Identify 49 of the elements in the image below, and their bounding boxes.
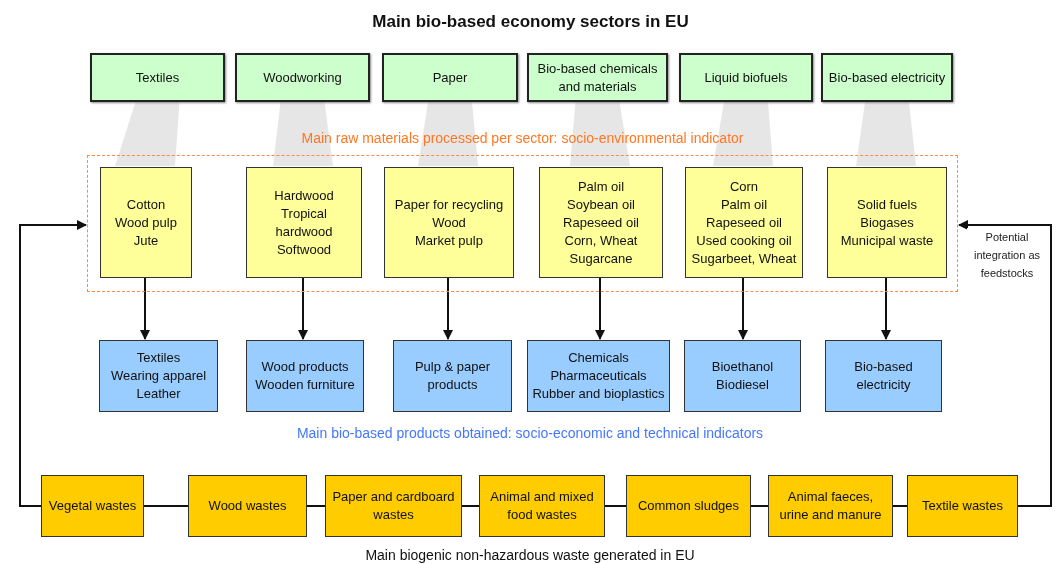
arrow: [140, 276, 150, 340]
group-heading: Main raw materials processed per sector: socio-environmental indicator: [300, 129, 745, 148]
sector-box: Bio-based electricity: [821, 53, 953, 102]
connector-line: [604, 505, 627, 507]
waste-box: Common sludges: [626, 475, 751, 537]
waste-box: Vegetal wastes: [41, 475, 144, 537]
waste-box: Textile wastes: [907, 475, 1018, 537]
arrow: [443, 276, 453, 340]
connector-line: [306, 505, 326, 507]
product-box: Bioethanol Biodiesel: [684, 340, 801, 412]
funnel-connector: [570, 102, 630, 166]
waste-box: Wood wastes: [188, 475, 307, 537]
funnel-connector: [273, 102, 333, 166]
arrow: [958, 220, 1052, 507]
arrow: [298, 276, 308, 340]
connector-line: [892, 505, 908, 507]
waste-box: Animal faeces, urine and manure: [768, 475, 893, 537]
waste-box: Animal and mixed food wastes: [479, 475, 605, 537]
raw-material-box: Hardwood Tropical hardwood Softwood: [246, 167, 362, 278]
funnel-connector: [856, 102, 916, 166]
waste-box: Paper and cardboard wastes: [325, 475, 462, 537]
funnel-connector: [418, 102, 478, 166]
arrow: [738, 276, 748, 340]
raw-material-box: Palm oil Soybean oil Rapeseed oil Corn, Wheat Sugarcane: [539, 167, 663, 278]
arrow: [881, 276, 891, 340]
connector-line: [750, 505, 769, 507]
raw-material-box: Solid fuels Biogases Municipal waste: [827, 167, 947, 278]
arrow: [19, 220, 87, 507]
arrow: [595, 276, 605, 340]
product-box: Textiles Wearing apparel Leather: [99, 340, 218, 412]
product-box: Chemicals Pharmaceuticals Rubber and bioplastics: [527, 340, 670, 412]
raw-material-box: Corn Palm oil Rapeseed oil Used cooking oil Sugarbeet, Wheat: [685, 167, 803, 278]
waste-caption: Main biogenic non-hazardous waste generated in EU: [364, 546, 696, 564]
connector-line: [143, 505, 189, 507]
funnel-connector: [115, 102, 180, 166]
products-heading: Main bio-based products obtained: socio-economic and technical indicators: [295, 424, 765, 443]
sector-box: Bio-based chemicals and materials: [527, 53, 668, 102]
sector-box: Textiles: [90, 53, 225, 102]
product-box: Pulp & paper products: [393, 340, 512, 412]
sector-box: Liquid biofuels: [679, 53, 813, 102]
raw-material-box: Paper for recycling Wood Market pulp: [384, 167, 514, 278]
diagram-title: Main bio-based economy sectors in EU: [371, 11, 690, 33]
product-box: Bio-based electricity: [825, 340, 942, 412]
funnel-connector: [713, 102, 773, 166]
sector-box: Woodworking: [235, 53, 370, 102]
product-box: Wood products Wooden furniture: [246, 340, 364, 412]
raw-material-box: Cotton Wood pulp Jute: [100, 167, 192, 278]
connector-line: [461, 505, 480, 507]
sector-box: Paper: [382, 53, 518, 102]
